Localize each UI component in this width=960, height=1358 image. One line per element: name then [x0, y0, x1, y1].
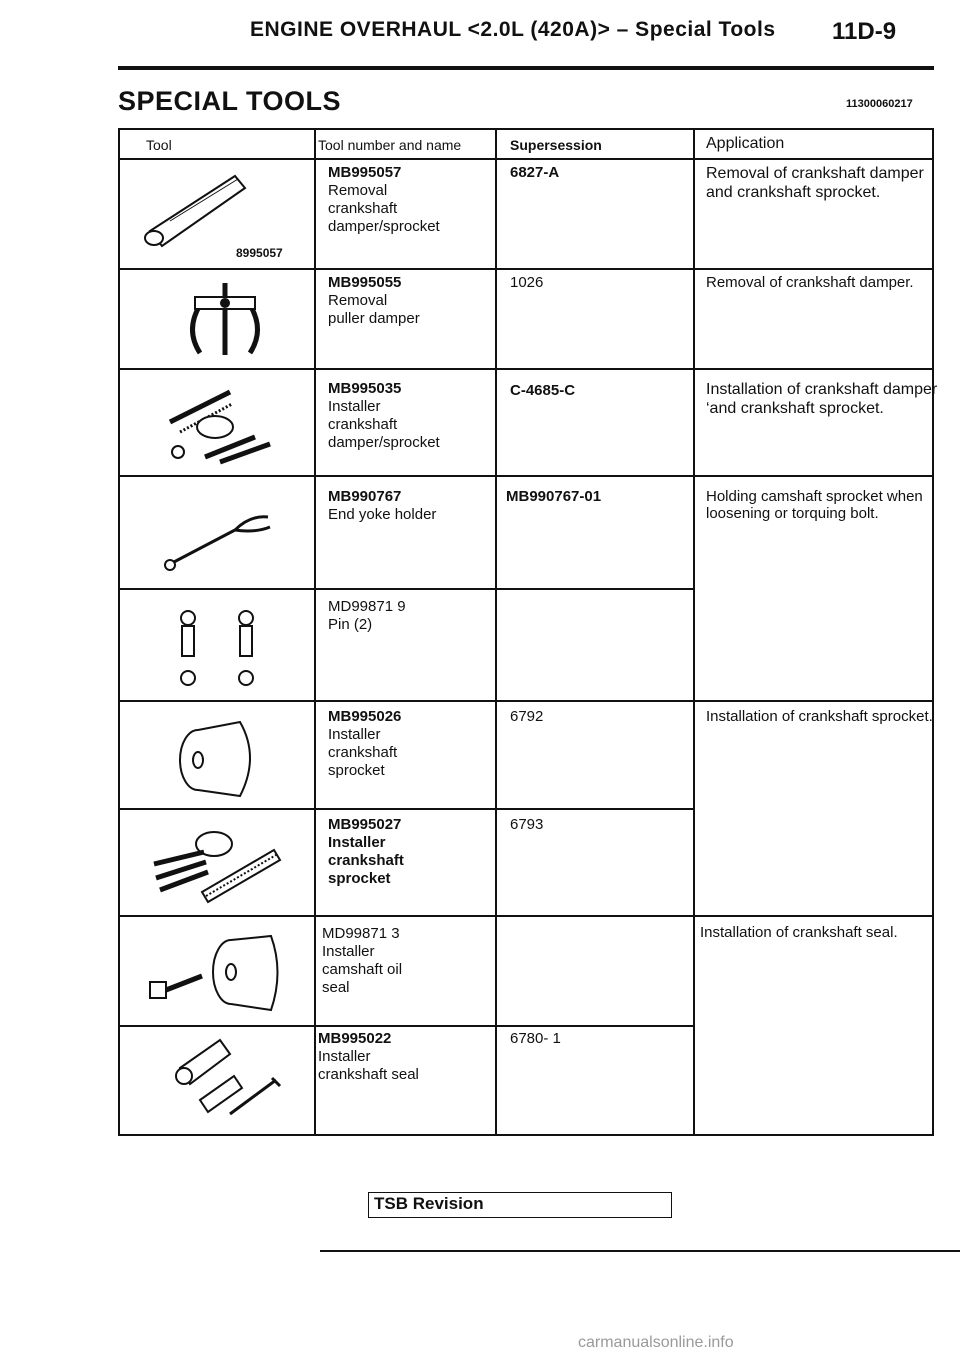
tool-name: Removal crankshaft damper/sprocket — [328, 182, 440, 235]
table-row: MB995035 Installer crankshaft damper/spr… — [328, 380, 440, 452]
column-header-supersession: Supersession — [510, 137, 602, 153]
tool-name: Installer crankshaft seal — [318, 1048, 419, 1083]
row-rule — [118, 1025, 694, 1027]
column-divider-3 — [693, 128, 695, 1136]
table-row: MD99871 3 Installer camshaft oil seal — [322, 925, 402, 997]
tool-number: MB995026 — [328, 708, 402, 725]
supersession-value: 1026 — [510, 274, 544, 291]
tool-illustration-mb995035 — [168, 389, 271, 465]
tool-name: Installer crankshaft damper/sprocket — [328, 398, 440, 451]
column-header-tool-number: Tool number and name — [318, 137, 462, 153]
table-row: MB995055 Removal puller damper — [328, 274, 420, 328]
supersession-value: 6792 — [510, 708, 544, 725]
supersession-value: 6780- 1 — [510, 1030, 561, 1047]
page-number: 11D-9 — [832, 18, 897, 45]
tool-name: End yoke holder — [328, 506, 437, 523]
row-rule — [118, 808, 694, 810]
application-text: Installation of crankshaft seal. — [700, 924, 898, 941]
row-rule — [118, 700, 934, 702]
table-right-border — [932, 128, 934, 1136]
header-row-rule — [118, 158, 934, 160]
tool-number: MB995035 — [328, 380, 402, 397]
footer-rule — [320, 1250, 960, 1252]
supersession-value: 6793 — [510, 816, 544, 833]
column-header-tool: Tool — [146, 137, 172, 153]
application-text: Removal of crankshaft damper and cranksh… — [706, 165, 924, 201]
table-top-rule — [118, 128, 934, 130]
supersession-value: C-4685-C — [510, 382, 576, 399]
row-rule — [118, 268, 934, 270]
row-rule — [118, 915, 934, 917]
column-divider-2 — [495, 128, 497, 1136]
header-rule — [118, 66, 934, 70]
tool-name: Installer crankshaft sprocket — [328, 726, 398, 779]
application-text: Installation of crankshaft sprocket. — [706, 708, 933, 725]
application-text: Holding camshaft sprocket when loosening… — [706, 488, 923, 522]
tool-number: MB995022 — [318, 1030, 392, 1047]
tool-name: Installer crankshaft sprocket — [328, 834, 404, 887]
tool-illustration-mb995026 — [179, 720, 251, 798]
row-rule — [118, 368, 934, 370]
row-rule — [118, 475, 934, 477]
tool-illustration-mb995055 — [190, 283, 260, 355]
application-text: Installation of crankshaft damper ‘and c… — [706, 381, 938, 417]
watermark: carmanualsonline.info — [578, 1334, 734, 1351]
table-row: MB995027 Installer crankshaft sprocket — [328, 816, 404, 888]
tool-number: MB995057 — [328, 164, 402, 181]
supersession-value: MB990767-01 — [506, 488, 602, 505]
application-text: Removal of crankshaft damper. — [706, 274, 914, 291]
table-bottom-rule — [118, 1134, 934, 1136]
tsb-revision-box — [368, 1192, 672, 1218]
tool-illustration-mb990767 — [164, 515, 271, 571]
table-row: MB995057 Removal crankshaft damper/sproc… — [328, 164, 440, 236]
tool-number: MB995055 — [328, 274, 402, 291]
tool-image-label: 8995057 — [236, 246, 283, 260]
tsb-revision-label: TSB Revision — [374, 1194, 484, 1213]
tool-name: Installer camshaft oil seal — [322, 943, 403, 996]
tool-name: Removal puller damper — [328, 292, 420, 327]
table-left-border — [118, 128, 120, 1136]
tool-illustration-mb995057 — [144, 174, 247, 248]
table-row: MB990767 End yoke holder — [328, 488, 436, 524]
table-row: MB995022 Installer crankshaft seal — [318, 1030, 419, 1084]
tool-illustration-md998713 — [149, 934, 279, 1012]
supersession-value: 6827-A — [510, 164, 560, 181]
tool-number: MB995027 — [328, 816, 402, 833]
table-row: MD99871 9 Pin (2) — [328, 598, 406, 634]
tool-illustration-mb995022 — [175, 1038, 282, 1116]
row-rule — [118, 588, 694, 590]
document-code: 11300060217 — [846, 98, 913, 110]
tool-number: MB990767 — [328, 488, 402, 505]
tool-number: MD99871 9 — [328, 598, 406, 615]
column-header-application: Application — [706, 135, 785, 152]
column-divider-1 — [314, 128, 316, 1136]
section-title: SPECIAL TOOLS — [118, 86, 342, 116]
table-row: MB995026 Installer crankshaft sprocket — [328, 708, 401, 780]
tool-name: Pin (2) — [328, 616, 373, 633]
tool-illustration-pin — [180, 610, 254, 686]
tool-number: MD99871 3 — [322, 925, 400, 942]
header-title: ENGINE OVERHAUL <2.0L (420A)> – Special … — [250, 18, 776, 41]
tool-illustration-mb995027 — [153, 831, 282, 904]
